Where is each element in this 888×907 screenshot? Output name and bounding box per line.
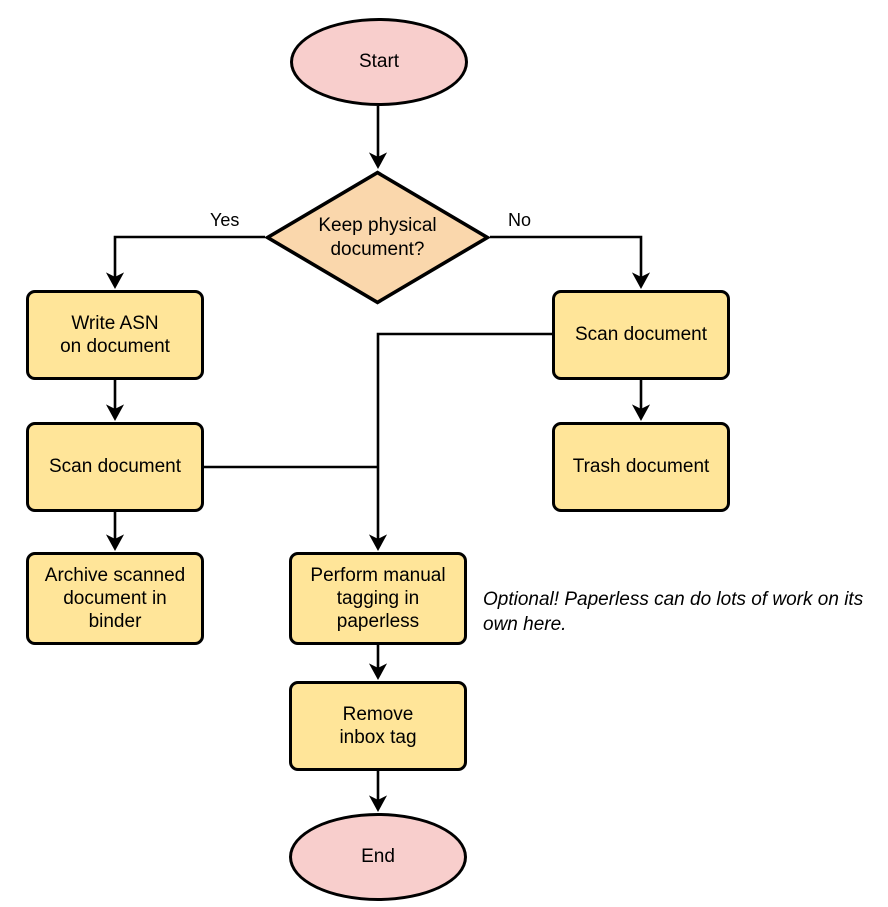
node-scan-document-right-label: Scan document	[574, 324, 708, 346]
annotation-optional-note: Optional! Paperless can do lots of work …	[483, 589, 864, 635]
node-remove-inbox-tag-label: Remove inbox tag	[339, 703, 417, 748]
edge-decision-no-to-scan-right	[490, 235, 651, 290]
edge-label-no: No	[508, 210, 532, 230]
node-trash-document[interactable]: Trash document	[552, 422, 730, 512]
node-end[interactable]: End	[289, 813, 467, 901]
node-remove-inbox-tag[interactable]: Remove inbox tag	[289, 681, 467, 771]
node-write-asn-on-document-label: Write ASN on document	[60, 312, 170, 357]
node-trash-document-label: Trash document	[572, 456, 710, 478]
node-keep-physical-document-label: Keep physical document?	[318, 215, 437, 260]
node-start[interactable]: Start	[290, 18, 468, 106]
node-archive-scanned-document-in-binder-label: Archive scanned document in binder	[44, 564, 186, 633]
edge-scan-right-to-manual-tagging	[368, 332, 552, 552]
node-end-label: End	[361, 846, 395, 868]
node-keep-physical-document[interactable]: Keep physical document?	[264, 170, 491, 305]
node-scan-document-left-label: Scan document	[48, 456, 182, 478]
node-write-asn-on-document[interactable]: Write ASN on document	[26, 290, 204, 380]
node-scan-document-left[interactable]: Scan document	[26, 422, 204, 512]
node-perform-manual-tagging-in-paperless-label: Perform manual tagging in paperless	[310, 564, 446, 633]
diamond-shape	[264, 170, 491, 305]
node-perform-manual-tagging-in-paperless[interactable]: Perform manual tagging in paperless	[289, 552, 467, 645]
edge-label-yes: Yes	[210, 210, 240, 230]
node-start-label: Start	[358, 51, 400, 73]
edge-decision-yes-to-write-asn	[105, 235, 265, 290]
node-archive-scanned-document-in-binder[interactable]: Archive scanned document in binder	[26, 552, 204, 645]
node-scan-document-right[interactable]: Scan document	[552, 290, 730, 380]
